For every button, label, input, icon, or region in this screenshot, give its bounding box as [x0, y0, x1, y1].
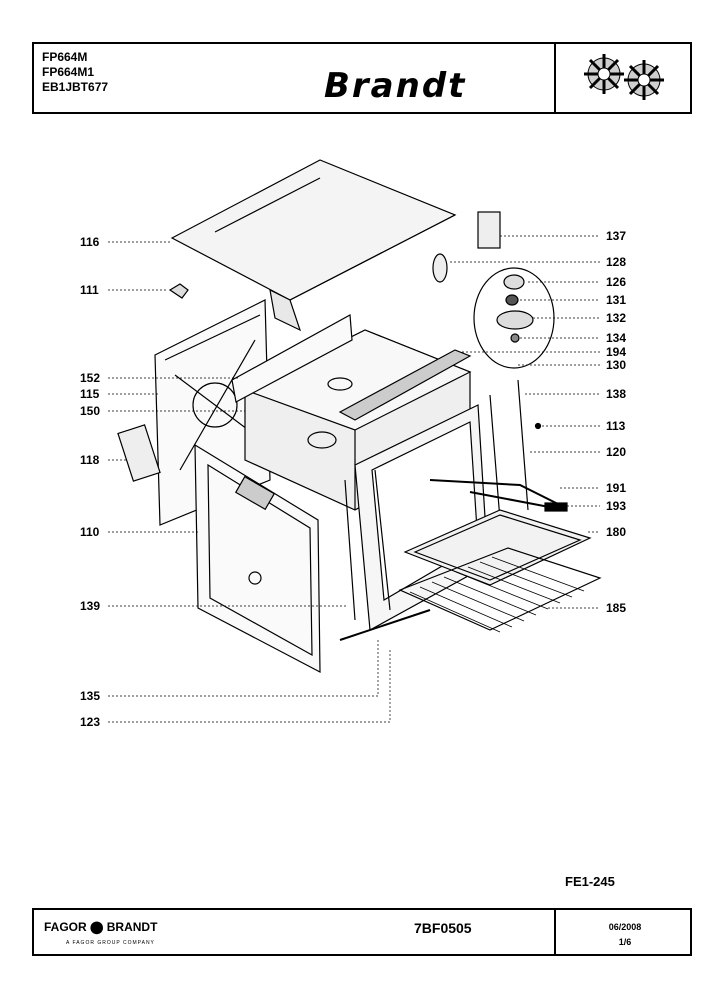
part-label: 139 [80, 599, 101, 613]
part-label: 130 [606, 358, 627, 372]
part-label: 193 [606, 499, 627, 513]
bracket-part [117, 424, 161, 482]
part-label: 185 [606, 601, 627, 615]
document-code: 7BF0505 [414, 920, 472, 936]
part-label: 180 [606, 525, 627, 539]
part-label: 111 [80, 283, 99, 297]
part-label: 135 [80, 689, 101, 703]
gears-logo-box [554, 44, 694, 112]
part-label: 132 [606, 311, 627, 325]
part-label: 191 [606, 481, 627, 495]
part-label: 123 [80, 715, 101, 729]
part-label: 152 [80, 371, 101, 385]
part-label: 126 [606, 275, 627, 289]
gears-icon [584, 54, 664, 100]
page-number: 1/6 [618, 937, 632, 947]
part-label: 128 [606, 255, 627, 269]
part-label: 194 [606, 345, 627, 359]
part-label: 115 [80, 387, 100, 401]
model-code: FP664M1 [42, 65, 95, 79]
hook-part [168, 283, 189, 299]
part-label: 110 [80, 525, 100, 539]
date-page-box: 06/2008 1/6 [554, 910, 694, 954]
grid-part [398, 547, 602, 631]
part-label: 131 [606, 293, 627, 307]
header-frame: FP664M FP664M1 EB1JBT677 Brandt [32, 42, 692, 114]
clip-part [477, 211, 501, 249]
footer-frame: FAGOR ⬤ BRANDT A FAGOR GROUP COMPANY 7BF… [32, 908, 692, 956]
company-tagline: A FAGOR GROUP COMPANY [66, 940, 155, 946]
part-label: 120 [606, 445, 627, 459]
part-label: 134 [606, 331, 627, 345]
cylinder-part [432, 253, 448, 283]
part-label: 116 [80, 235, 100, 249]
brand-logo: Brandt [324, 66, 467, 106]
company-logo: FAGOR ⬤ BRANDT [44, 920, 158, 934]
part-label: 118 [80, 453, 100, 467]
part-label: 137 [606, 229, 627, 243]
model-list: FP664M FP664M1 EB1JBT677 [42, 50, 108, 95]
gasket-part [338, 349, 472, 421]
model-code: EB1JBT677 [42, 80, 109, 94]
document-date: 06/2008 [608, 922, 642, 932]
part-label: 150 [80, 404, 101, 418]
sheet-reference: FE1-245 [565, 874, 615, 889]
door-part [194, 443, 321, 673]
part-label: 113 [606, 419, 626, 433]
model-code: FP664M [42, 50, 88, 64]
part-label: 138 [606, 387, 627, 401]
